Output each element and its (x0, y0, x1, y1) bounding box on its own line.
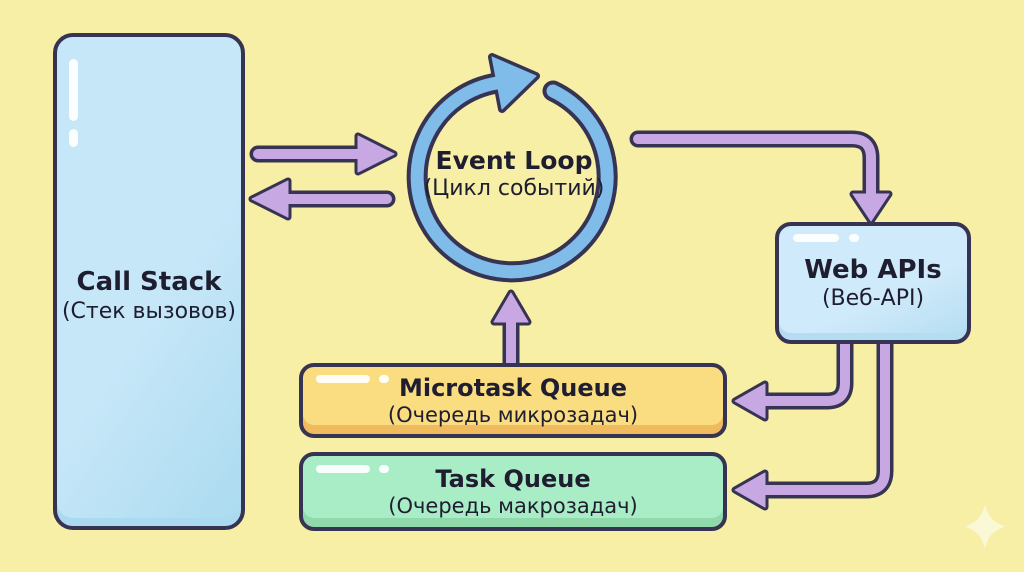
call-stack-subtitle: (Стек вызовов) (61, 298, 237, 324)
gloss-highlight-icon (379, 465, 389, 473)
arrow-microtask-to-eventloop (490, 289, 532, 381)
gloss-highlight-icon (316, 375, 370, 383)
gloss-highlight-icon (69, 129, 78, 147)
web-apis-subtitle: (Веб-API) (821, 286, 925, 312)
arrow-webapis-to-taskqueue (731, 333, 894, 511)
arrow-eventloop-to-callstack (248, 177, 396, 221)
web-apis-box: Web APIs (Веб-API) (775, 222, 971, 344)
gloss-highlight-icon (69, 59, 78, 121)
arrow-webapis-to-microtask (731, 333, 854, 422)
arrow-callstack-to-eventloop (249, 132, 398, 176)
event-loop-subtitle: (Цикл событий) (423, 176, 605, 202)
gloss-highlight-icon (379, 375, 389, 383)
event-loop-cycle-icon (406, 53, 618, 283)
gloss-highlight-icon (316, 465, 370, 473)
event-loop-label: Event Loop (Цикл событий) (404, 145, 624, 203)
task-queue-title: Task Queue (435, 464, 591, 493)
arrow-eventloop-to-webapis (629, 130, 893, 225)
sparkle-icon (965, 504, 1005, 549)
microtask-queue-box: Microtask Queue (Очередь микрозадач) (299, 363, 727, 438)
event-loop-title: Event Loop (435, 146, 593, 175)
gloss-highlight-icon (793, 234, 839, 242)
web-apis-title: Web APIs (804, 254, 942, 285)
call-stack-title: Call Stack (76, 267, 222, 298)
microtask-queue-title: Microtask Queue (398, 373, 628, 402)
gloss-highlight-icon (849, 234, 859, 242)
call-stack-box: Call Stack (Стек вызовов) (53, 33, 245, 530)
microtask-queue-subtitle: (Очередь микрозадач) (387, 402, 639, 427)
task-queue-subtitle: (Очередь макрозадач) (388, 493, 638, 518)
task-queue-box: Task Queue (Очередь макрозадач) (299, 452, 727, 531)
